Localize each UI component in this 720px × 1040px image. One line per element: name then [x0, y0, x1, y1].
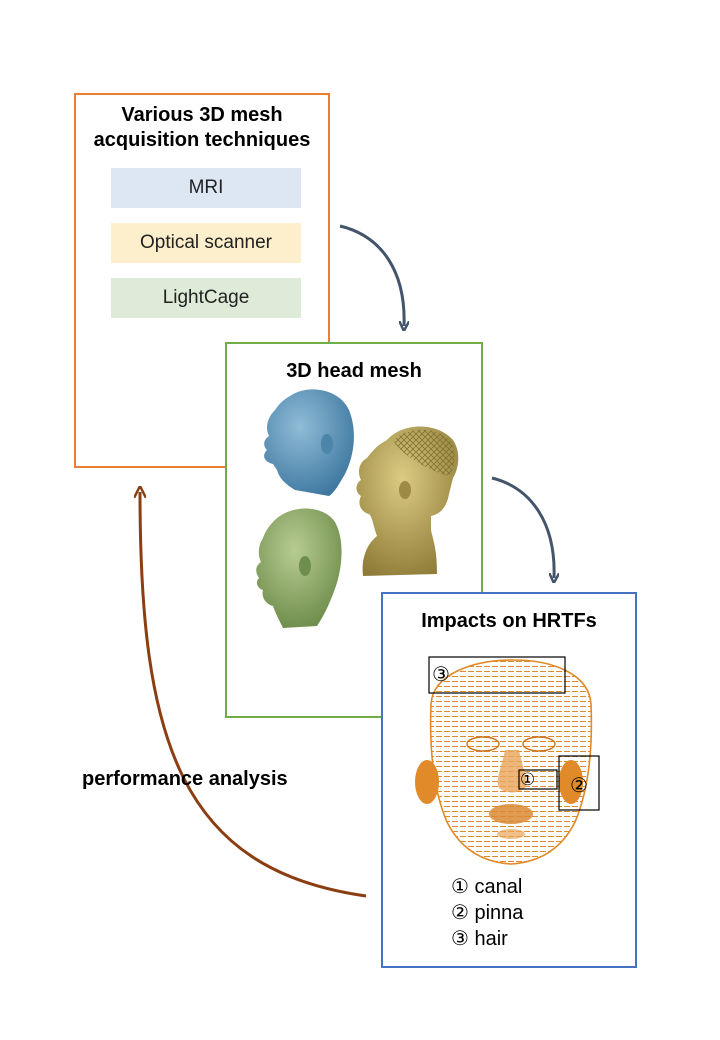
hair-marker: ③ — [432, 662, 450, 686]
performance-analysis-label: performance analysis — [82, 768, 288, 790]
pinna-marker: ② — [570, 773, 588, 797]
hair-marker-box — [428, 656, 566, 694]
legend-pinna: ② pinna — [451, 902, 524, 924]
hrtf-box: Impacts on HRTFs ③ ① ② ① canal ② pinna ③… — [381, 592, 637, 968]
canal-marker: ① — [520, 770, 535, 790]
legend-hair: ③ hair — [451, 928, 508, 950]
hrtf-pointcloud-figure: ③ ① ② — [415, 656, 600, 865]
head-green-icon — [256, 508, 342, 628]
arrow-acq-to-mesh-icon — [339, 224, 404, 326]
canal-marker-box — [518, 769, 558, 790]
hrtf-title: Impacts on HRTFs — [421, 610, 597, 632]
acquisition-box: Various 3D mesh acquisition techniques M… — [74, 93, 330, 468]
arrow-mesh-to-hrtf-icon — [491, 476, 554, 578]
right-ear-icon — [559, 760, 583, 804]
left-ear-icon — [415, 760, 439, 804]
technique-lightcage: LightCage — [111, 278, 301, 318]
legend-canal: ① canal — [451, 876, 523, 898]
technique-mri: MRI — [111, 168, 301, 208]
acquisition-title: Various 3D mesh acquisition techniques — [76, 103, 328, 153]
pinna-marker-box — [558, 755, 600, 811]
technique-optical-scanner: Optical scanner — [111, 223, 301, 263]
head-mesh-title: 3D head mesh — [286, 360, 422, 382]
head-gold-icon — [356, 426, 459, 576]
acquisition-title-line1: Various 3D mesh — [121, 104, 283, 126]
acquisition-title-line2: acquisition techniques — [93, 129, 311, 151]
head-blue-icon — [264, 389, 354, 496]
